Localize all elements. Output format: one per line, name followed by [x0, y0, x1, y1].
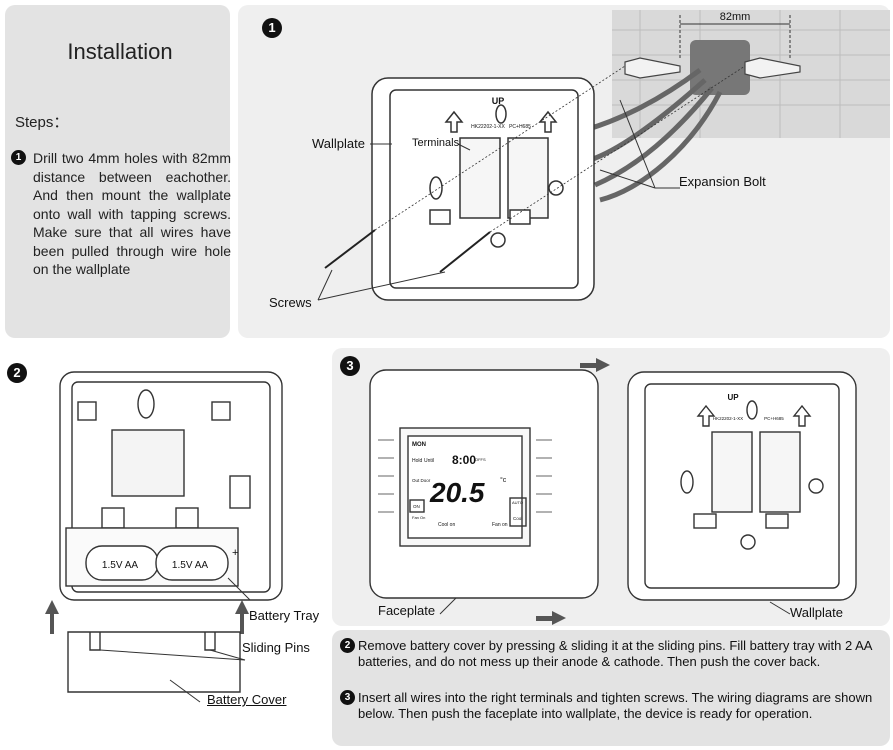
note-2-number: 2 [340, 638, 355, 653]
battery-2-label: 1.5V AA [172, 560, 208, 571]
label-expansion-bolt: Expansion Bolt [679, 174, 766, 189]
label-battery-tray: Battery Tray [249, 608, 320, 623]
instructions-panel: Installation Steps： 1 Drill two 4mm hole… [5, 5, 231, 338]
diagram-1-panel [238, 5, 890, 338]
steps-heading: Steps： [15, 114, 69, 131]
note-3-number: 3 [340, 690, 355, 705]
label-sliding-pins: Sliding Pins [242, 640, 310, 655]
step-1-number: 1 [11, 150, 26, 165]
note-3: 3 Insert all wires into the right termin… [340, 690, 880, 722]
label-wallplate-1: Wallplate [312, 136, 365, 151]
note-2: 2 Remove battery cover by pressing & sli… [340, 638, 880, 670]
diagram-3-panel [332, 348, 890, 626]
label-terminals: Terminals [412, 137, 460, 149]
label-wallplate-2: Wallplate [790, 605, 843, 620]
label-screws: Screws [269, 295, 312, 310]
note-2-text: Remove battery cover by pressing & slidi… [358, 638, 872, 669]
panel-title: Installation [67, 39, 173, 64]
label-battery-cover: Battery Cover [207, 692, 287, 707]
diagram-2-number: 2 [7, 363, 27, 383]
battery-plus-sign: + [232, 547, 238, 559]
step-1-text: Drill two 4mm holes with 82mm distance b… [33, 150, 231, 277]
note-3-text: Insert all wires into the right terminal… [358, 690, 873, 721]
diagram-1-number: 1 [262, 18, 282, 38]
notes-panel [332, 630, 890, 746]
step-1-block: 1 Drill two 4mm holes with 82mm distance… [11, 149, 231, 279]
diagram-3-number: 3 [340, 356, 360, 376]
label-faceplate: Faceplate [378, 603, 436, 618]
battery-1-label: 1.5V AA [102, 560, 138, 571]
